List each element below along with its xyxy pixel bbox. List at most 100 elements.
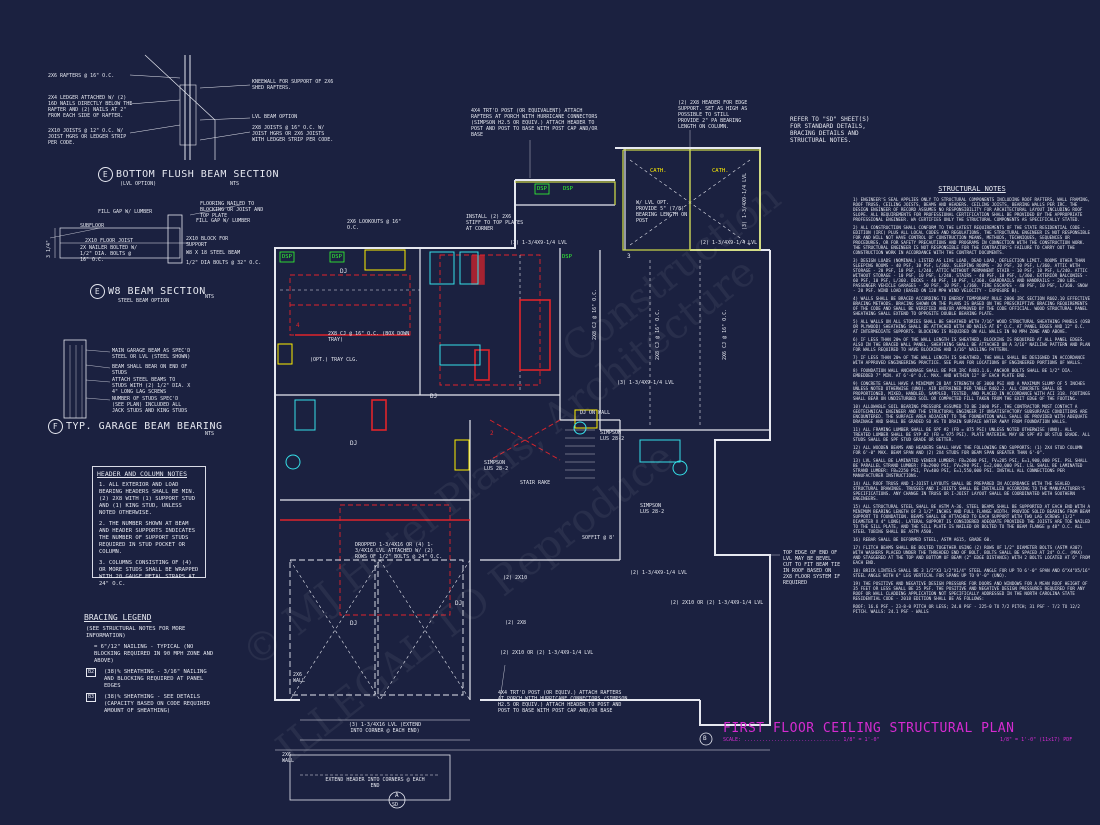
callout-header-edge: (2) 2x8 HEADER FOR EDGE SUPPORT. SET AS … (678, 100, 748, 130)
joists-label: 2x10 JOISTS @ 12" O.C. W/ JOIST HGRS OR … (48, 128, 127, 146)
beam-label-0b: (3) 1-3/4x9-1/4 LVL (742, 172, 748, 230)
callout-ceiling-main: 2x8 CJ @ 16" O.C. (BOX DOWN TRAY) (328, 331, 410, 343)
beam-label-5: 2x6 CJ @ 16" O.C. (722, 308, 728, 360)
header-note-2: 2. THE NUMBER SHOWN AT BEAM AND HEADER S… (99, 521, 196, 555)
w8-sub: STEEL BEAM OPTION (118, 298, 170, 304)
beam-label-8: (3) 1-3/4x9-1/4 LVL (617, 380, 675, 386)
garage-label-2: ATTACH STEEL BEAMS TO STUDS WITH (2) 1/2… (112, 377, 191, 395)
bracing-sub: (SEE STRUCTURAL NOTES FOR MORE INFORMATI… (86, 626, 186, 639)
beam-label-4b: 2x8 CJ @ 16" O.C. (592, 288, 598, 340)
note-para: 17) FLITCH BEAMS SHALL BE BOLTED TOGETHE… (853, 545, 1090, 565)
section-letter: E (98, 167, 113, 182)
w8-label-3: FILL GAP W/ LUMBER (196, 218, 251, 224)
support-mark-3: 3 (627, 253, 631, 260)
callout-post-top: 4x4 TRT'D POST (OR EQUIVALENT) ATTACH RA… (471, 108, 598, 138)
garage-beam-title-text: TYP. GARAGE BEAM BEARING (66, 421, 223, 432)
bottom-flush-nts: NTS (230, 181, 240, 187)
w8-title-text: W8 BEAM SECTION (108, 286, 206, 297)
bracing-mark-b3: B3 (86, 693, 97, 702)
garage-label-0: MAIN GARAGE BEAM AS SPEC'D STEEL OR LVL … (112, 348, 191, 360)
callout-refer: REFER TO "SD" SHEET(S) FOR STANDARD DETA… (790, 116, 870, 144)
note-para: 5) ALL WALLS ON ALL STORIES SHALL BE SHE… (853, 319, 1090, 334)
section-mark-a: A (395, 792, 399, 799)
callout-dj-on-wall: DJ ON WALL (580, 410, 611, 416)
callout-soffit: SOFFIT @ 8' (582, 535, 616, 541)
beam-label-0: (3) 1-3/4x9-1/4 LVL (510, 240, 568, 246)
bracing-item-3: B3 (38)% SHEATHING - SEE DETAILS (CAPACI… (80, 693, 220, 718)
callout-extend-header: EXTEND HEADER INTO CORNERS @ EACH END (325, 777, 425, 789)
dsp-mark-1: DSP (282, 254, 292, 260)
header-notes-box: HEADER AND COLUMN NOTES 1. ALL EXTERIOR … (92, 466, 206, 587)
bottom-flush-sub: (LVL OPTION) (120, 181, 157, 187)
w8-label-4: 2x10 FLOOR JOIST (85, 238, 134, 244)
note-para: 13) LVL SHALL BE LAMINATED VENEER LUMBER… (853, 458, 1088, 478)
bracing-legend: BRACING LEGEND (SEE STRUCTURAL NOTES FOR… (80, 610, 220, 728)
bracing-title: BRACING LEGEND (84, 613, 152, 622)
note-para: 8) FOUNDATION WALL ANCHORAGE SHALL BE PE… (853, 368, 1073, 378)
beam-label-7: (2) 2x10 OR (2) 1-3/4x9-1/4 LVL (500, 650, 594, 656)
rafters-label: 2x6 RAFTERS @ 16" O.C. (48, 73, 115, 79)
garage-label-3: NUMBER OF STUDS SPEC'D (SEE PLAN) INCLUD… (112, 396, 188, 414)
cath-label-1: CATH. (650, 168, 667, 174)
callout-extend-corner: (3) 1-3/4x16 LVL (EXTEND INTO CORNER @ E… (348, 722, 422, 734)
bracing-item-2: B2 (38)% SHEATHING - 3/16" NAILING AND B… (80, 668, 220, 693)
note-para: ROOF: 16.6 PSF - 23-8-0 PITCH OR LESS; 2… (853, 604, 1080, 614)
bracing-mark-b2: B2 (86, 668, 97, 677)
section-mark-b: B (703, 735, 707, 742)
callout-top-edge: TOP EDGE OF END OF LVL MAY BE BEVEL CUT … (783, 550, 841, 586)
note-para: 2) ALL CONSTRUCTION SHALL CONFORM TO THE… (853, 225, 1090, 255)
callout-lookouts: 2x6 LOOKOUTS @ 16" O.C. (347, 219, 402, 231)
beam-label-6: (2) 2x10 OR (2) 1-3/4x9-1/4 LVL (670, 600, 764, 606)
note-para: 18) BRICK LINTELS SHALL BE 3 1/2"x3 1/2"… (853, 568, 1090, 578)
w8-label-2: SUBFLOOR (80, 223, 105, 229)
dj-label-2: DJ (350, 440, 358, 447)
plan-scale-right: 1/8" = 1'-0" (11x17) PDF (1000, 737, 1073, 743)
structural-notes-title: STRUCTURAL NOTES (938, 185, 1006, 193)
note-para: 19) THE POSITIVE AND NEGATIVE DESIGN PRE… (853, 581, 1088, 601)
section-mark-sd: SD (392, 802, 399, 808)
section-letter: F (48, 419, 63, 434)
callout-w-lvl: W/ LVL OPT. PROVIDE 5" (7/8) BEARING LEN… (636, 200, 688, 224)
w8-label-8: 1/2" DIA BOLTS @ 32" O.C. (186, 260, 262, 266)
callout-simpson-3: SIMPSON LUS 28-2 (640, 503, 665, 515)
kneewall-label: KNEEWALL FOR SUPPORT OF 2x6 SHED RAFTERS… (252, 79, 334, 91)
garage-nts: NTS (205, 431, 215, 437)
callout-stair: STAIR RAKE (520, 480, 551, 486)
support-mark-2: 2 (490, 430, 494, 437)
support-mark-4: 4 (296, 322, 300, 329)
note-para: 12) ALL WOODEN BEAMS AND HEADERS SHALL H… (853, 445, 1083, 455)
beam-label-9: (2) 1-3/4x9-1/4 LVL (630, 570, 688, 576)
beam-label-3: (2) 2x8 (505, 620, 527, 626)
lvl-beam-label: LVL BEAM OPTION (252, 114, 298, 120)
garage-label-1: BEAM SHALL BEAR ON END OF STUDS (112, 364, 188, 376)
dj-label-3: DJ (350, 620, 358, 627)
note-para: 9) CONCRETE SHALL HAVE A MINIMUM 28 DAY … (853, 381, 1090, 401)
dsp-mark-5: DSP (562, 254, 572, 260)
callout-dropped: DROPPED 1-3/4x16 OR (4) 1-3/4x16 LVL ATT… (355, 542, 443, 560)
w8-dim: 3 1/4" (46, 239, 52, 258)
note-para: 4) WALLS SHALL BE BRACED ACCORDING TO EN… (853, 296, 1090, 316)
dsp-mark-2: DSP (332, 254, 342, 260)
cath-label-2: CATH. (712, 168, 729, 174)
w8-nts: NTS (205, 294, 215, 300)
callout-simpson-1: SIMPSON LUS 28-2 (600, 430, 625, 442)
callout-wall-bottom: 2x6 WALL (282, 752, 295, 764)
note-para: 3) DESIGN LOADS (NOMINAL) LISTED AS LIVE… (853, 258, 1088, 293)
note-para: 11) ALL FRAMING LUMBER SHALL BE SPF #2 (… (853, 427, 1090, 442)
note-para: 10) ALLOWABLE SOIL BEARING PRESSURE ASSU… (853, 404, 1088, 424)
bracing-item-2-text: (38)% SHEATHING - 3/16" NAILING AND BLOC… (104, 669, 207, 689)
plan-title: FIRST FLOOR CEILING STRUCTURAL PLAN (723, 721, 1015, 736)
plan-scale: SCALE: ................................ … (723, 737, 880, 743)
w8-label-5: 2x NAILER BOLTED W/ 1/2" DIA. BOLTS @ 16… (80, 245, 138, 263)
beam-label-2: (2) 2x10 (503, 575, 528, 581)
dsp-mark-3: DSP (537, 186, 547, 192)
bottom-flush-title-text: BOTTOM FLUSH BEAM SECTION (116, 169, 280, 180)
structural-notes: STRUCTURAL NOTES 1) ENGINEER'S SEAL APPL… (853, 185, 1091, 745)
dsp-mark-4: DSP (563, 186, 573, 192)
header-notes-title: HEADER AND COLUMN NOTES (97, 470, 188, 478)
w8-label-1: FLOORING NAILED TO BLOCKING OR JOIST AND… (200, 201, 264, 219)
